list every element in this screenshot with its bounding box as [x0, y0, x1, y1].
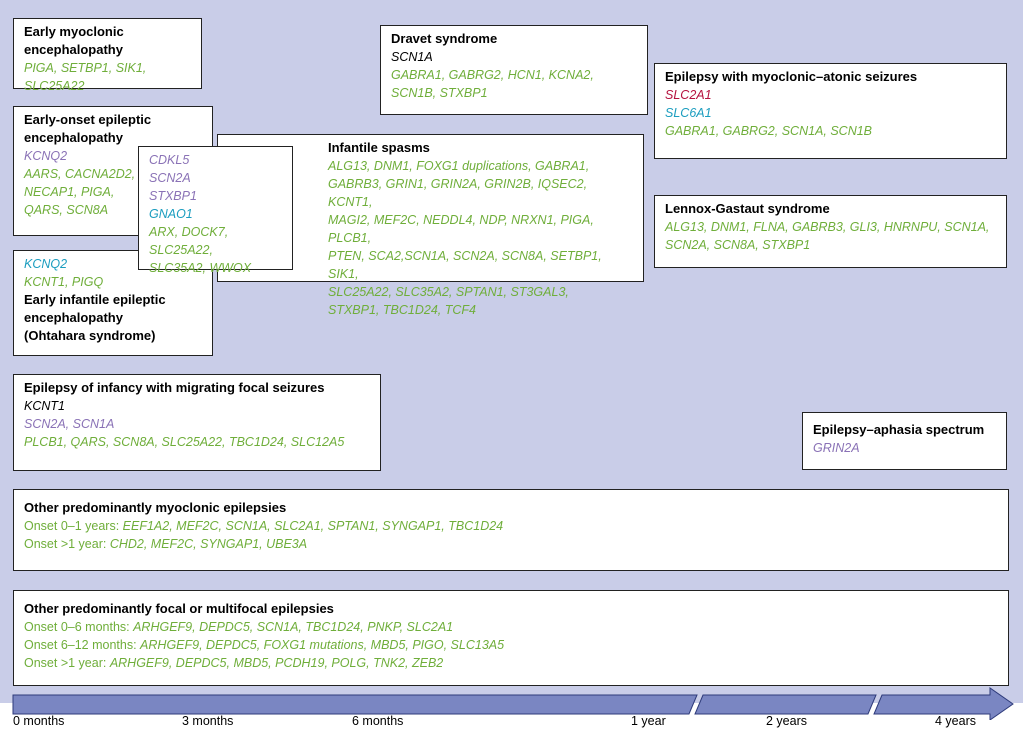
box-other-myoclonic-epilepsies: Other predominantly myoclonic epilepsies…: [13, 489, 1009, 571]
box-title: Other predominantly myoclonic epilepsies: [24, 500, 287, 515]
gene-list: SLC6A1: [665, 106, 712, 120]
onset-label: Onset 0–6 months:: [24, 620, 134, 634]
timeline-segment-3: [873, 687, 1014, 720]
axis-tick-label: 1 year: [631, 714, 666, 728]
box-title: Epilepsy with myoclonic–atonic seizures: [665, 69, 918, 84]
box-title: encephalopathy: [24, 130, 123, 145]
gene-list: EEF1A2, MEF2C, SCN1A, SLC2A1, SPTAN1, SY…: [122, 519, 504, 533]
gene-list: STXBP1, TBC1D24, TCF4: [328, 303, 476, 317]
box-title: Infantile spasms: [328, 140, 430, 155]
gene-list: NECAP1, PIGA,: [24, 185, 115, 199]
gene-list: GABRA1, GABRG2, HCN1, KCNA2,: [391, 68, 594, 82]
gene-list: ARHGEF9, DEPDC5, FOXG1 mutations, MBD5, …: [140, 638, 505, 652]
gene-list: MAGI2, MEF2C, NEDDL4, NDP, NRXN1, PIGA, …: [328, 213, 594, 245]
box-title: Early-onset epileptic: [24, 112, 152, 127]
gene-list: SCN1B, STXBP1: [391, 86, 488, 100]
gene-list: SLC25A22, SLC35A2, SPTAN1, ST3GAL3,: [328, 285, 569, 299]
gene-list: SCN2A: [149, 171, 191, 185]
box-overlap-genes: CDKL5 SCN2A STXBP1 GNAO1 ARX, DOCK7, SLC…: [138, 146, 293, 275]
gene-list: STXBP1: [149, 189, 197, 203]
box-title: Epilepsy–aphasia spectrum: [813, 422, 985, 437]
onset-line: Onset >1 year: ARHGEF9, DEPDC5, MBD5, PC…: [24, 654, 998, 672]
box-title: Lennox-Gastaut syndrome: [665, 201, 830, 216]
box-title: (Ohtahara syndrome): [24, 328, 156, 343]
box-title: Epilepsy of infancy with migrating focal…: [24, 380, 325, 395]
box-dravet-syndrome: Dravet syndrome SCN1A GABRA1, GABRG2, HC…: [380, 25, 648, 115]
gene-list: PIGA, SETBP1, SIK1, SLC25A22: [24, 61, 147, 93]
box-migrating-focal-seizures: Epilepsy of infancy with migrating focal…: [13, 374, 381, 471]
axis-tick-label: 2 years: [766, 714, 807, 728]
gene-list: CHD2, MEF2C, SYNGAP1, UBE3A: [109, 537, 308, 551]
onset-label: Onset >1 year:: [24, 537, 110, 551]
gene-list: SCN2A, SCN8A, STXBP1: [665, 238, 811, 252]
gene-list: ARHGEF9, DEPDC5, MBD5, PCDH19, POLG, TNK…: [109, 656, 444, 670]
onset-label: Onset 0–1 years:: [24, 519, 123, 533]
gene-list: SLC2A1: [665, 88, 712, 102]
gene-list: ARHGEF9, DEPDC5, SCN1A, TBC1D24, PNKP, S…: [133, 620, 454, 634]
gene-list: SCN2A, SCN1A: [24, 417, 115, 431]
box-early-myoclonic-encephalopathy: Early myoclonic encephalopathy PIGA, SET…: [13, 18, 202, 93]
box-title: Dravet syndrome: [391, 31, 498, 46]
box-title: encephalopathy: [24, 42, 123, 57]
gene-list: PTEN, SCA2,SCN1A, SCN2A, SCN8A, SETBP1, …: [328, 249, 602, 281]
box-lennox-gastaut-syndrome: Lennox-Gastaut syndrome ALG13, DNM1, FLN…: [654, 195, 1007, 268]
gene-list: SLC35A2, WWOX: [149, 261, 252, 275]
onset-line: Onset >1 year: CHD2, MEF2C, SYNGAP1, UBE…: [24, 535, 998, 553]
gene-list: CDKL5: [149, 153, 190, 167]
onset-line: Onset 0–1 years: EEF1A2, MEF2C, SCN1A, S…: [24, 517, 998, 535]
axis-tick-label: 6 months: [352, 714, 404, 728]
gene-list: GNAO1: [149, 207, 193, 221]
onset-line: Onset 6–12 months: ARHGEF9, DEPDC5, FOXG…: [24, 636, 998, 654]
gene-list: GABRB3, GRIN1, GRIN2A, GRIN2B, IQSEC2, K…: [328, 177, 588, 209]
gene-list: AARS, CACNA2D2,: [24, 167, 136, 181]
onset-label: Onset 6–12 months:: [24, 638, 141, 652]
gene-list: KCNT1: [24, 399, 65, 413]
gene-list: ALG13, DNM1, FOXG1 duplications, GABRA1,: [328, 159, 590, 173]
axis-tick-label: 0 months: [13, 714, 65, 728]
gene-list: KCNT1, PIGQ: [24, 275, 104, 289]
box-title: Early infantile epileptic: [24, 292, 166, 307]
gene-list: ARX, DOCK7, SLC25A22,: [149, 225, 229, 257]
box-other-focal-epilepsies: Other predominantly focal or multifocal …: [13, 590, 1009, 686]
axis-tick-label: 3 months: [182, 714, 234, 728]
onset-line: Onset 0–6 months: ARHGEF9, DEPDC5, SCN1A…: [24, 618, 998, 636]
timeline-segment-1: [12, 694, 698, 715]
timeline-segment-2: [694, 694, 877, 715]
timeline-arrow: [12, 687, 1014, 720]
axis-tick-label: 4 years: [935, 714, 976, 728]
gene-list: QARS, SCN8A: [24, 203, 109, 217]
box-title: Early myoclonic: [24, 24, 124, 39]
gene-list: ALG13, DNM1, FLNA, GABRB3, GLI3, HNRNPU,…: [665, 220, 990, 234]
gene-list: KCNQ2: [24, 149, 68, 163]
gene-list: PLCB1, QARS, SCN8A, SLC25A22, TBC1D24, S…: [24, 435, 345, 449]
gene-list: GABRA1, GABRG2, SCN1A, SCN1B: [665, 124, 873, 138]
gene-list: KCNQ2: [24, 257, 68, 271]
onset-label: Onset >1 year:: [24, 656, 110, 670]
gene-list: SCN1A: [391, 50, 433, 64]
box-title: Other predominantly focal or multifocal …: [24, 601, 334, 616]
gene-list: GRIN2A: [813, 441, 860, 455]
box-title: encephalopathy: [24, 310, 123, 325]
box-epilepsy-aphasia-spectrum: Epilepsy–aphasia spectrum GRIN2A: [802, 412, 1007, 470]
box-myoclonic-atonic-seizures: Epilepsy with myoclonic–atonic seizures …: [654, 63, 1007, 159]
